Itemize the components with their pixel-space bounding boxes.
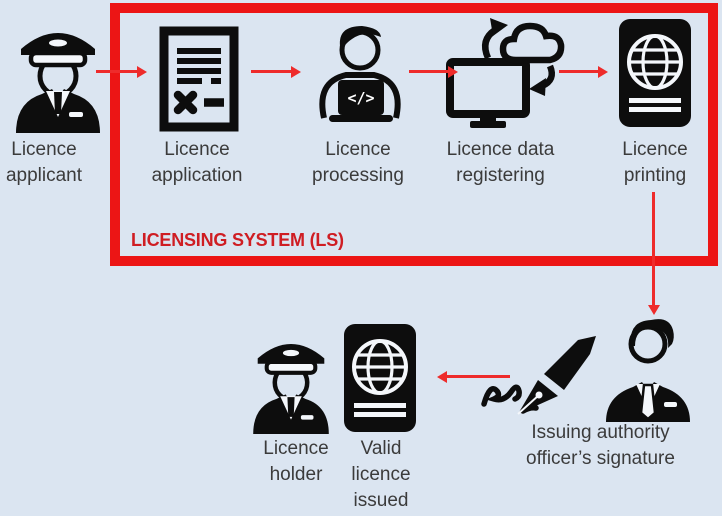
arrow-processing-to-registering — [409, 70, 448, 73]
captain-person-icon — [246, 326, 336, 434]
passport-icon — [616, 17, 694, 129]
code-glyph: </> — [347, 89, 374, 107]
label-valid-licence-issued: Valid licence issued — [351, 438, 411, 512]
officer-person-icon — [601, 316, 693, 422]
label-licence-applicant: Licence applicant — [5, 139, 83, 187]
arrow-application-to-processing — [251, 70, 291, 73]
label-licence-printing: Licence printing — [622, 139, 688, 187]
licensing-system-boundary — [110, 3, 718, 266]
arrow-registering-to-printing — [559, 70, 598, 73]
passport-icon — [341, 322, 419, 434]
arrow-printing-to-signature — [652, 192, 655, 305]
label-licence-holder: Licence holder — [263, 438, 329, 486]
computer-cloud-sync-icon — [442, 16, 568, 128]
captain-person-icon — [8, 13, 108, 133]
label-issuing-authority-signature: Issuing authority officer’s signature — [526, 422, 675, 470]
application-document-icon — [158, 26, 240, 132]
fountain-pen-signature-icon — [478, 328, 608, 424]
arrow-signature-to-valid-licence — [447, 375, 510, 378]
licensing-system-label: LICENSING SYSTEM (LS) — [131, 230, 344, 250]
label-licence-application: Licence application — [151, 139, 243, 187]
arrow-applicant-to-application — [96, 70, 137, 73]
label-licence-data-registering: Licence data registering — [446, 139, 555, 187]
label-licence-processing: Licence processing — [312, 139, 404, 187]
person-laptop-icon: </> — [302, 22, 414, 134]
